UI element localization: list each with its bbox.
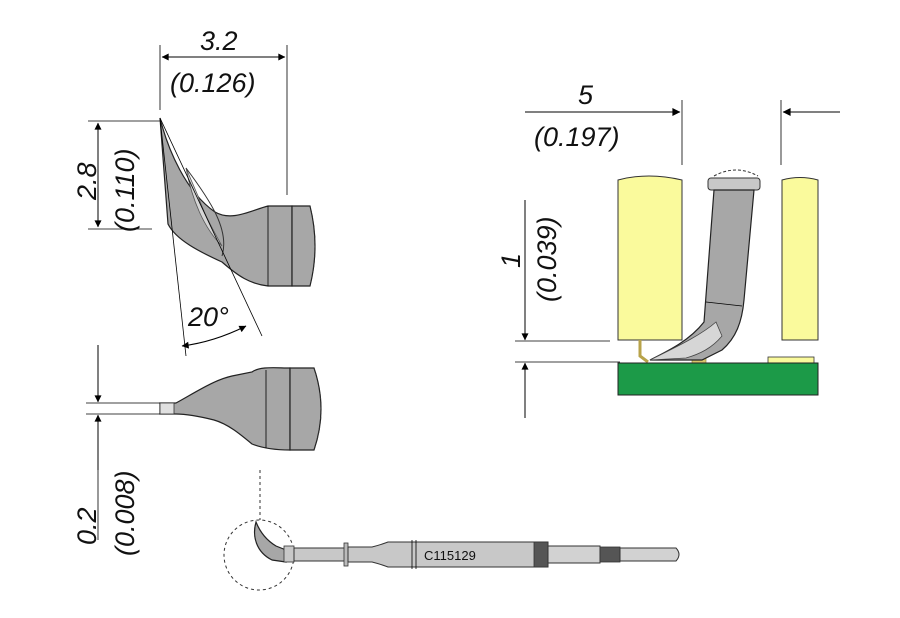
component-right xyxy=(781,177,819,341)
solder-pad-right xyxy=(767,356,815,364)
tip-sleeve xyxy=(291,205,316,287)
height-mm-label: 2.8 xyxy=(72,162,102,201)
angle-leg-slant xyxy=(159,117,263,337)
tip-top-body xyxy=(159,367,291,451)
full-tip-neck xyxy=(283,545,295,563)
application-view: 5 (0.197) 1 (0.039) xyxy=(496,80,840,418)
reach-mm-label: 5 xyxy=(578,80,594,110)
full-tip-end-pin xyxy=(619,547,680,562)
tip-blade xyxy=(159,402,175,415)
height-inch-label: (0.110) xyxy=(110,148,140,232)
tip-body xyxy=(159,117,293,287)
clearance-mm-label: 1 xyxy=(496,253,526,268)
tip-application-blade xyxy=(649,321,723,361)
full-tip-view: C115129 xyxy=(223,470,680,591)
full-tip-ring xyxy=(343,542,349,567)
full-tip-connector-band xyxy=(599,546,621,563)
component-pin xyxy=(638,340,649,364)
tip-top-sleeve xyxy=(289,367,322,451)
angle-arc xyxy=(181,325,247,349)
tip-collar xyxy=(707,177,761,191)
full-tip-dark-band xyxy=(533,541,549,568)
part-number-label: C115129 xyxy=(424,548,476,563)
clearance-inch-label: (0.039) xyxy=(532,216,562,302)
full-tip-connector xyxy=(547,545,601,564)
break-line xyxy=(309,205,316,287)
angle-label: 20° xyxy=(187,302,229,332)
tip-side-view: 3.2 (0.126) 2.8 (0.110) 20° xyxy=(72,26,316,357)
tip-top-view: 0.2 (0.008) xyxy=(72,345,322,556)
full-tip-shaft xyxy=(293,547,347,562)
length-inch-label: (0.126) xyxy=(170,68,256,98)
pcb-board xyxy=(617,362,819,396)
thickness-inch-label: (0.008) xyxy=(110,470,140,556)
thickness-mm-label: 0.2 xyxy=(72,507,102,545)
break-line xyxy=(313,367,322,451)
tip-application-body xyxy=(649,189,755,361)
component-left xyxy=(617,175,683,341)
tip-shaft-break xyxy=(713,169,759,177)
angle-leg-vertical xyxy=(159,117,187,357)
reach-inch-label: (0.197) xyxy=(534,122,620,152)
tip-application-line xyxy=(705,301,743,307)
length-mm-label: 3.2 xyxy=(200,26,238,56)
tip-edge-line xyxy=(185,167,225,257)
